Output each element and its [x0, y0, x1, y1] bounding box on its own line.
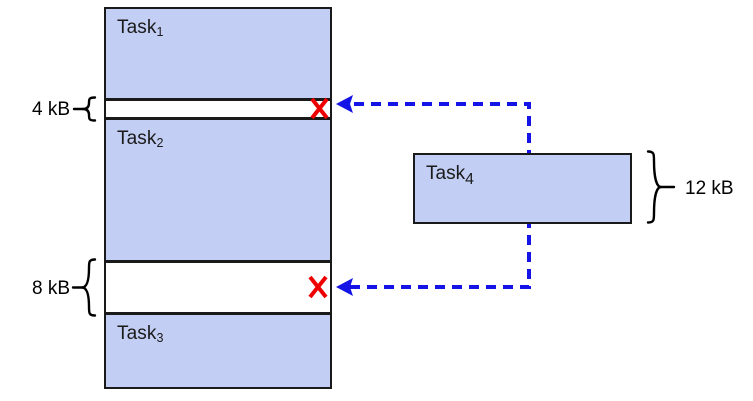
free-size-label-8kb: 8 kB: [31, 278, 70, 299]
memory-block-task2-label: Task2: [117, 128, 164, 150]
free-size-label-4kb: 4 kB: [31, 99, 70, 120]
memory-block-task1-label: Task1: [117, 17, 164, 39]
arrow-to-4kb-gap: [346, 102, 531, 160]
memory-block-task1: [104, 7, 332, 100]
memory-free-gap-8kb: [104, 261, 332, 314]
memory-block-task3: [104, 313, 332, 389]
memory-block-task3-label: Task3: [117, 323, 164, 345]
memory-block-task2: [104, 118, 332, 262]
arrow-to-8kb-gap: [346, 218, 531, 289]
brace-8kb: [71, 258, 97, 317]
arrowhead-8kb: [336, 278, 353, 296]
brace-12kb: [646, 150, 676, 224]
brace-4kb: [72, 96, 97, 122]
memory-free-gap-4kb: [104, 99, 332, 119]
incoming-task4-box: [413, 153, 632, 224]
incoming-task4-size-label: 12 kB: [685, 178, 734, 199]
incoming-task4-label: Task4: [426, 163, 474, 188]
arrowhead-4kb: [336, 95, 353, 113]
